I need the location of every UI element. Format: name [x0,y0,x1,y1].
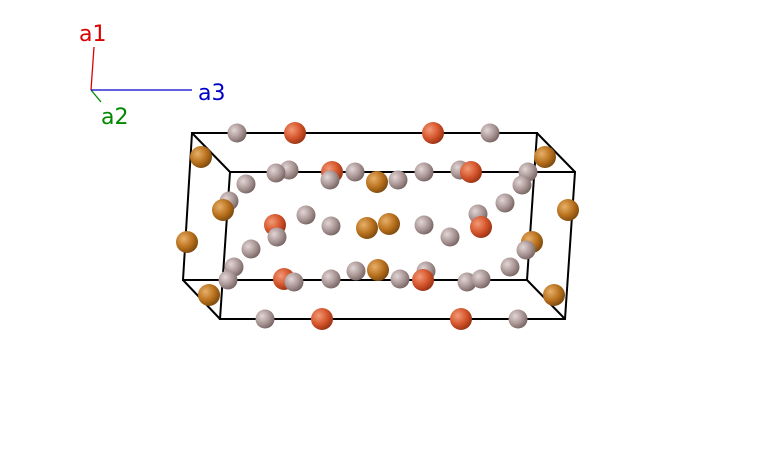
gray-atom [440,227,460,247]
gray-atom [266,163,286,183]
gray-atom [414,162,434,182]
gray-atom [500,257,520,277]
gray-atom [320,170,340,190]
orange-red-atom [460,161,482,183]
orange-red-atom [284,122,306,144]
bronze-atom [356,217,378,239]
gray-atom [390,269,410,289]
bronze-atom [212,199,234,221]
gray-atom [516,240,536,260]
gray-atom [296,205,316,225]
bronze-atom [557,199,579,221]
orange-red-atom [422,122,444,144]
axis-triad: a1 a2 a3 [79,22,225,130]
bronze-atom [366,171,388,193]
gray-atom [321,216,341,236]
a1-axis-line [90,46,95,91]
atoms-layer [176,122,579,330]
bronze-atom [198,284,220,306]
orange-red-atom [311,308,333,330]
orange-red-atom [412,269,434,291]
gray-atom [227,123,247,143]
gray-atom [345,162,365,182]
gray-atom [267,227,287,247]
gray-atom [321,269,341,289]
gray-atom [471,269,491,289]
gray-atom [508,309,528,329]
gray-atom [480,123,500,143]
gray-atom [218,270,238,290]
gray-atom [512,175,532,195]
cell-edge [536,132,576,173]
gray-atom [346,261,366,281]
gray-atom [495,193,515,213]
gray-atom [236,174,256,194]
gray-atom [388,170,408,190]
orange-red-atom [470,216,492,238]
bronze-atom [534,146,556,168]
gray-atom [284,272,304,292]
orange-red-atom [450,308,472,330]
a2-axis-label: a2 [101,105,128,130]
bronze-atom [543,284,565,306]
a1-axis-label: a1 [79,22,106,47]
bronze-atom [367,259,389,281]
bronze-atom [190,146,212,168]
a2-axis-line [90,89,102,103]
a3-axis-label: a3 [198,81,225,106]
gray-atom [255,309,275,329]
gray-atom [241,239,261,259]
bronze-atom [378,213,400,235]
gray-atom [414,215,434,235]
bronze-atom [176,231,198,253]
